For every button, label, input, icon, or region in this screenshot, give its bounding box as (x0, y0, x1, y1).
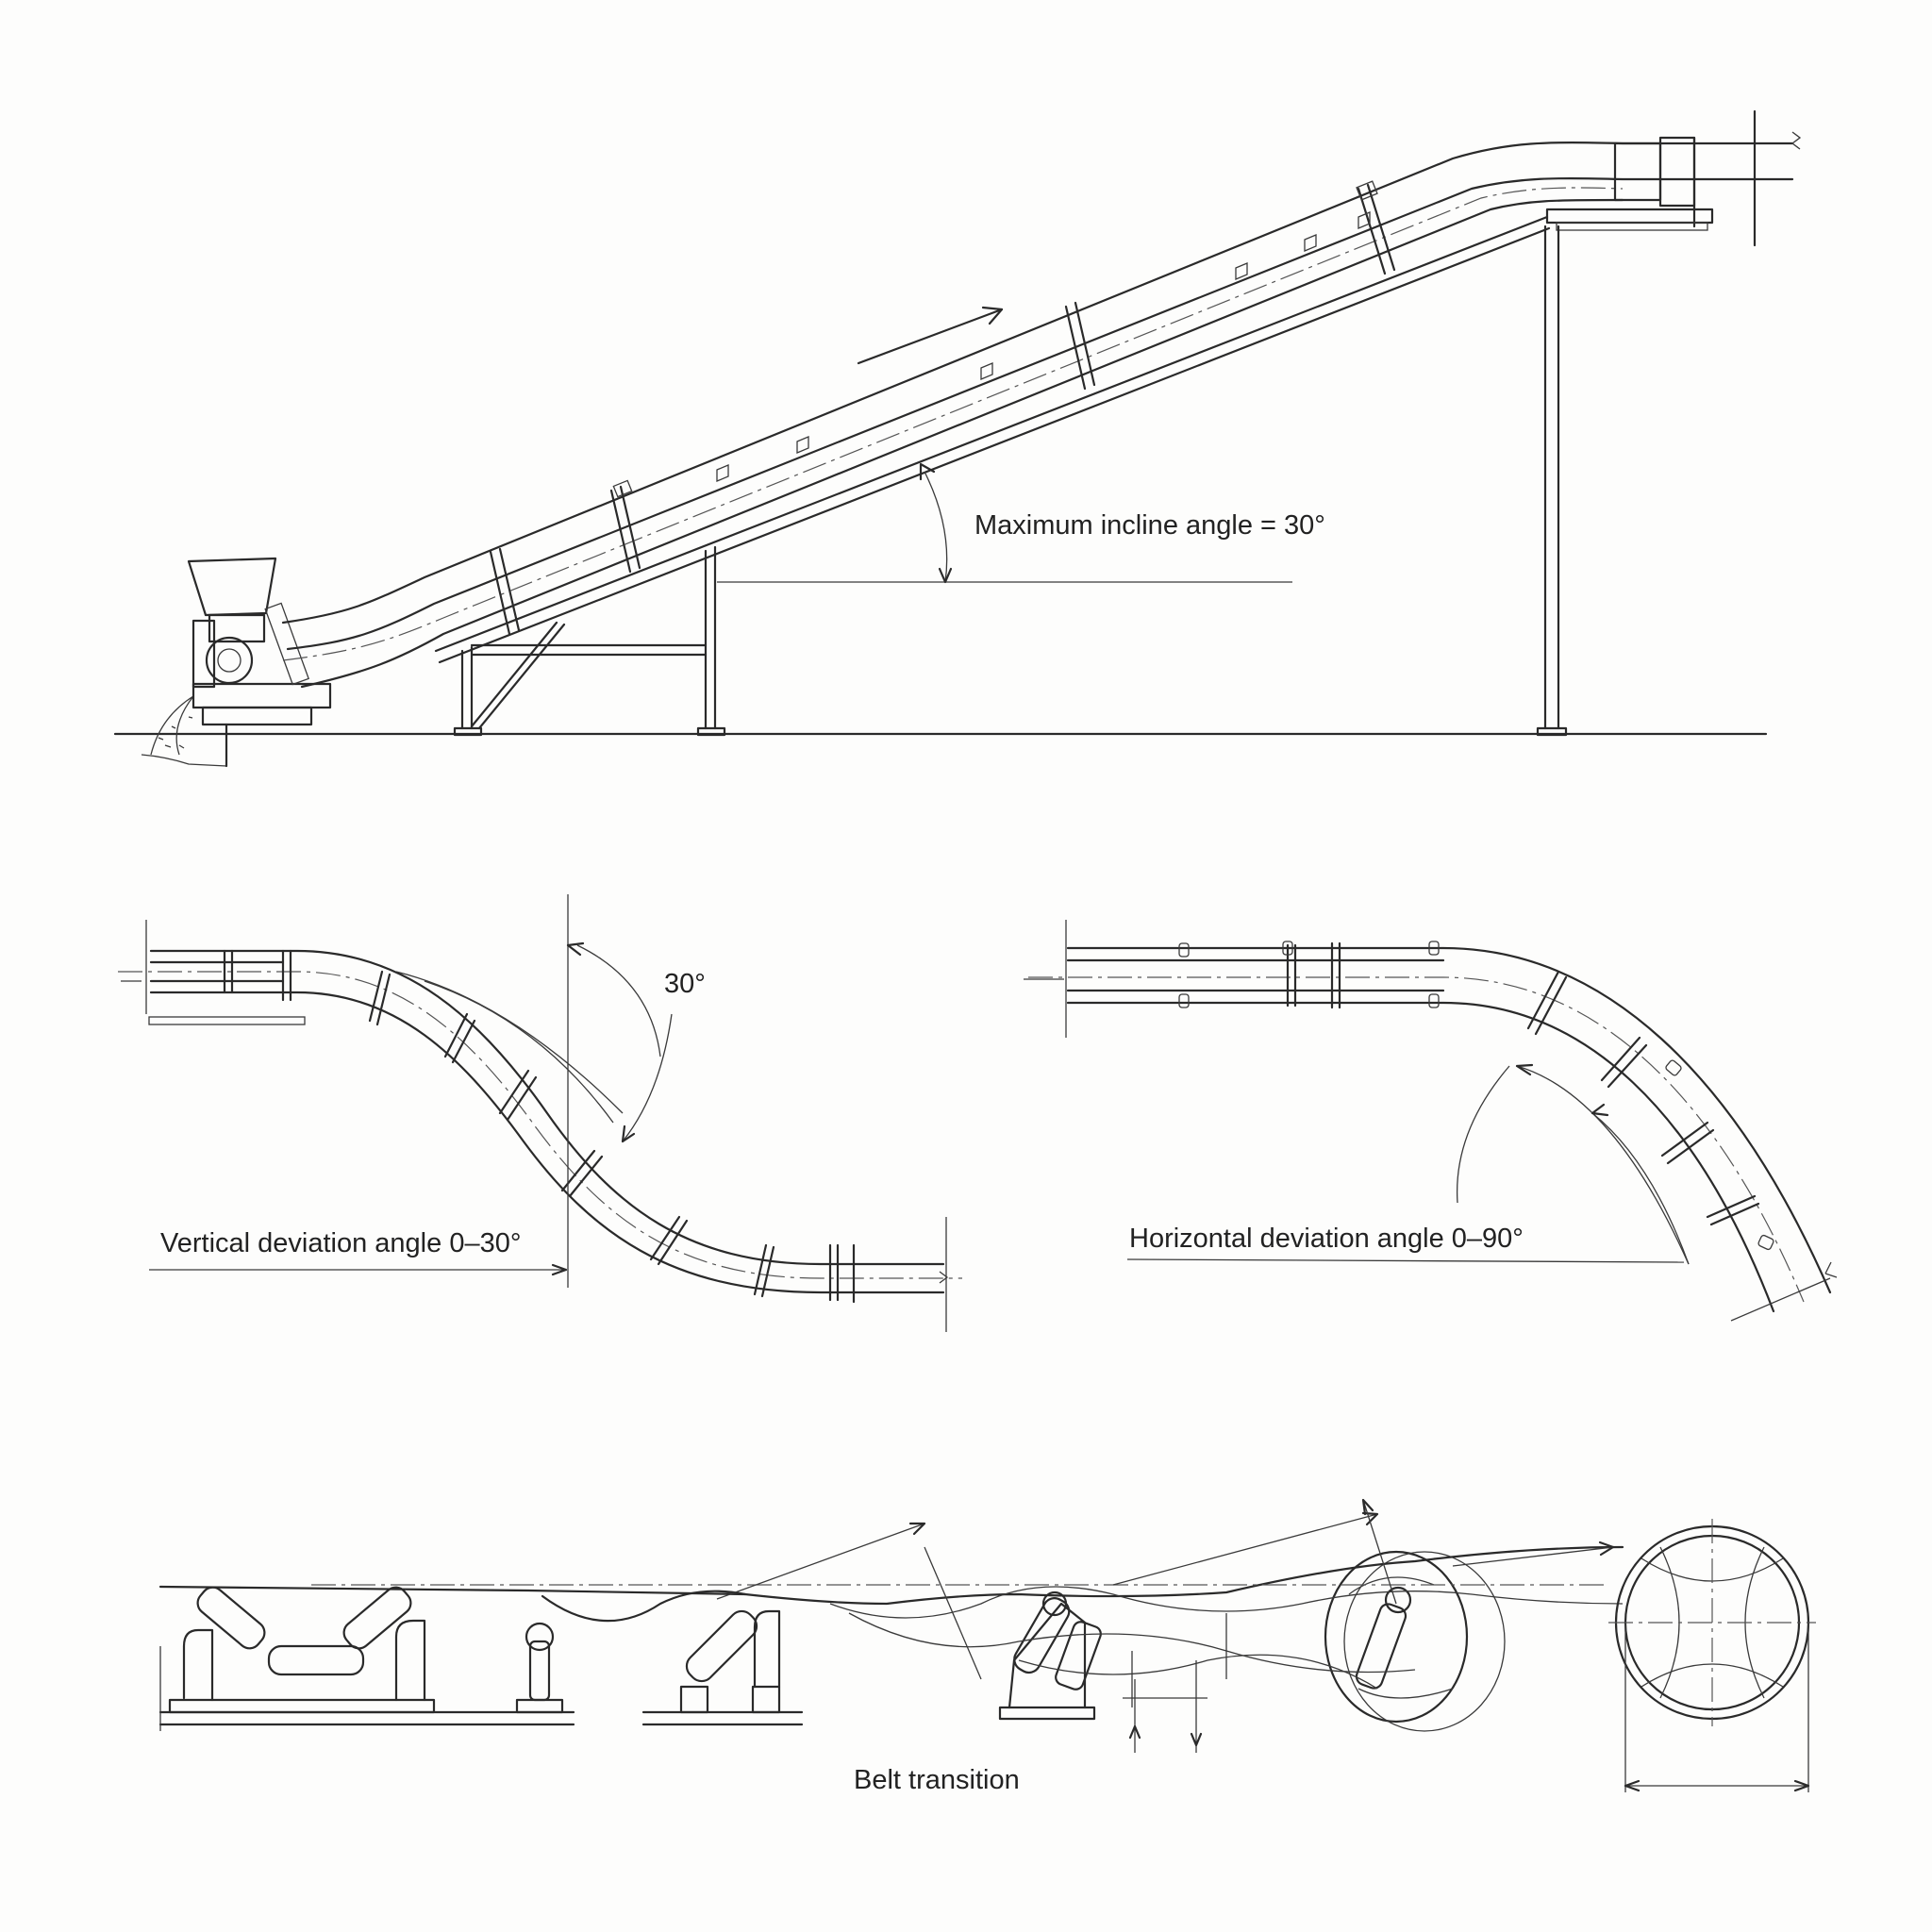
closing-stand (998, 1591, 1102, 1721)
material-pile (150, 695, 194, 756)
support-frames (453, 225, 1568, 737)
vertical-curve-rings (223, 949, 856, 1304)
partial-trough-stand (641, 1609, 804, 1726)
incline-pipe-upper (281, 142, 1794, 625)
horizontal-deviation-label: Horizontal deviation angle 0–90° (1129, 1224, 1524, 1254)
incline-conveyor-view: Maximum incline angle = 30° (113, 109, 1802, 768)
incline-angle-dimension: Maximum incline angle = 30° (717, 462, 1325, 584)
horizontal-deviation-view: Horizontal deviation angle 0–90° (1024, 920, 1838, 1322)
belt-transition-view: Belt transition (158, 1498, 1816, 1795)
vertical-roller-stand (515, 1622, 564, 1714)
flow-direction-arrow (857, 306, 1004, 365)
drive-station (187, 557, 332, 768)
incline-angle-label: Maximum incline angle = 30° (974, 510, 1325, 541)
horizontal-curve-rings (1178, 941, 1774, 1251)
vertical-angle-label: 30° (664, 969, 706, 999)
belt-edge (158, 1545, 1624, 1606)
feed-hopper (187, 557, 277, 617)
trough-idler (158, 1586, 575, 1731)
vertical-curve-pipe (149, 949, 945, 1266)
belt-transition-label: Belt transition (854, 1765, 1020, 1795)
transition-dimension-lines (716, 1498, 1615, 1753)
head-station (1545, 109, 1802, 247)
pipe-rings (489, 180, 1396, 636)
horizontal-curve-pipe (1066, 946, 1832, 1294)
pipe-cross-section (1608, 1519, 1816, 1792)
incline-pipe-lower (300, 198, 1624, 689)
vertical-deviation-view: 30° Vertical deviation angle 0–30° (118, 894, 962, 1332)
hex-idler-frame (1324, 1550, 1506, 1732)
vertical-deviation-label: Vertical deviation angle 0–30° (160, 1228, 521, 1258)
